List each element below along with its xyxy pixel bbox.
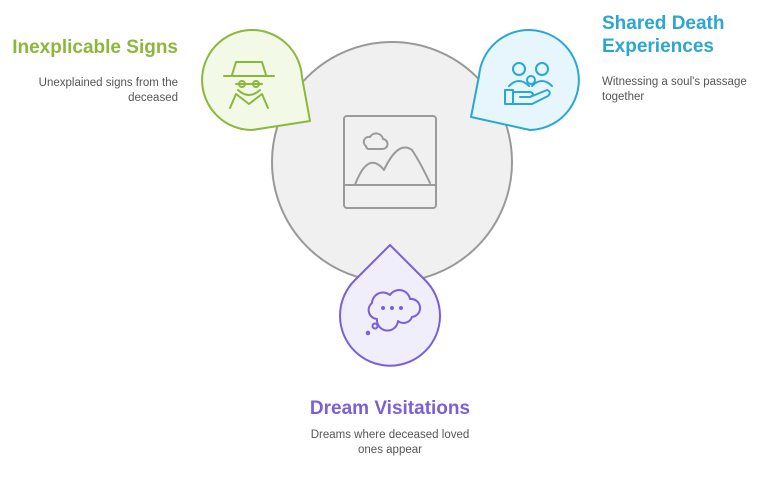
dream-title: Dream Visitations — [309, 398, 471, 419]
thought-bubble-icon — [365, 289, 421, 336]
dream-label-group: Dream Visitations Dreams where deceased … — [0, 397, 769, 458]
people-in-hand-icon — [504, 62, 553, 105]
shared-death-label-group: Shared Death Experiences Witnessing a so… — [602, 12, 767, 105]
shared-death-title: Shared Death Experiences — [602, 13, 725, 57]
dream-description: Dreams where deceased loved ones appear — [310, 429, 470, 456]
shared-death-description: Witnessing a soul's passage together — [602, 76, 747, 103]
inexplicable-signs-node — [201, 29, 311, 131]
shared-death-node — [470, 29, 580, 131]
detective-icon — [223, 61, 275, 109]
inexplicable-signs-title: Inexplicable Signs — [12, 37, 178, 58]
inexplicable-signs-description: Unexplained signs from the deceased — [38, 77, 178, 104]
image-placeholder-icon — [343, 115, 437, 209]
dream-node — [339, 244, 441, 367]
inexplicable-signs-label-group: Inexplicable Signs Unexplained signs fro… — [0, 36, 178, 106]
